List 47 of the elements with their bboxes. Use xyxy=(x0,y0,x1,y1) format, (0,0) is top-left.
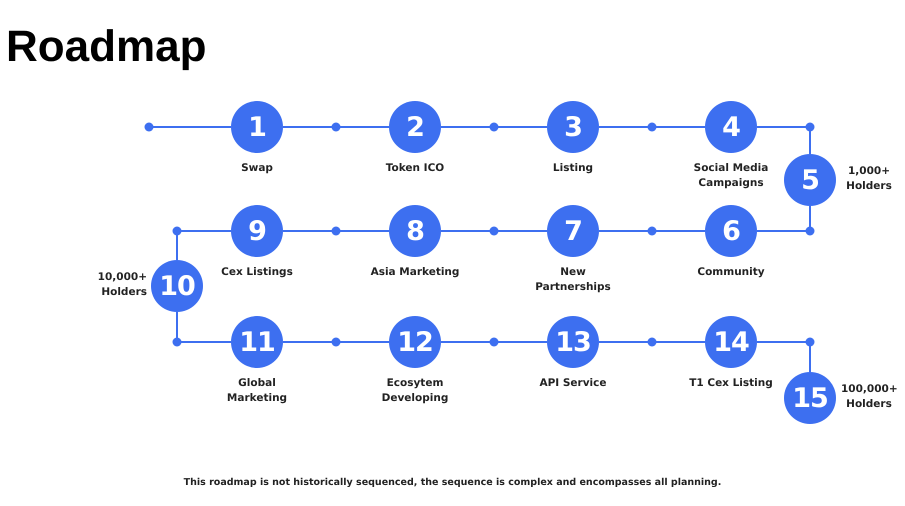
connector-line xyxy=(599,126,705,128)
connector-line xyxy=(283,126,389,128)
step-label: API Service xyxy=(538,376,608,391)
step-label: Ecosytem Developing xyxy=(380,376,450,406)
connector-line xyxy=(176,312,231,343)
connector-line xyxy=(599,341,705,343)
step-label: T1 Cex Listing xyxy=(688,376,774,391)
step-label: Global Marketing xyxy=(226,376,288,406)
step-label: Token ICO xyxy=(384,161,446,176)
step-circle: 8 xyxy=(389,205,441,257)
step-circle: 12 xyxy=(389,316,441,368)
step-label: Asia Marketing xyxy=(370,265,460,280)
connector-line xyxy=(144,122,231,132)
connector-line xyxy=(283,230,389,232)
step-circle: 11 xyxy=(231,316,283,368)
step-circle: 2 xyxy=(389,101,441,153)
step-circle: 1 xyxy=(231,101,283,153)
step-circle: 7 xyxy=(547,205,599,257)
connector-line xyxy=(441,341,547,343)
step-label: 100,000+ Holders xyxy=(841,382,897,412)
step-circle: 14 xyxy=(705,316,757,368)
step-circle: 4 xyxy=(705,101,757,153)
connector-line xyxy=(599,230,705,232)
step-circle: 9 xyxy=(231,205,283,257)
connector-line xyxy=(176,230,231,260)
step-label: 1,000+ Holders xyxy=(845,164,893,194)
step-label: 10,000+ Holders xyxy=(96,270,147,300)
connector-line xyxy=(283,341,389,343)
step-label: Cex Listings xyxy=(220,265,294,280)
step-label: New Partnerships xyxy=(534,265,612,295)
step-circle: 10 xyxy=(151,260,203,312)
connector-line xyxy=(757,341,811,372)
step-circle: 15 xyxy=(784,372,836,424)
connector-line xyxy=(441,230,547,232)
step-circle: 6 xyxy=(705,205,757,257)
step-circle: 13 xyxy=(547,316,599,368)
step-circle: 5 xyxy=(784,154,836,206)
step-label: Swap xyxy=(240,161,274,176)
caption: This roadmap is not historically sequenced, the sequence is complex and encompasses all planning. xyxy=(182,477,722,488)
step-label: Social Media Campaigns xyxy=(692,161,770,191)
connector-line xyxy=(441,126,547,128)
connector-line xyxy=(757,206,811,232)
title: Roadmap xyxy=(6,22,206,72)
step-circle: 3 xyxy=(547,101,599,153)
step-label: Listing xyxy=(552,161,594,176)
step-label: Community xyxy=(696,265,766,280)
connector-line xyxy=(757,126,811,154)
